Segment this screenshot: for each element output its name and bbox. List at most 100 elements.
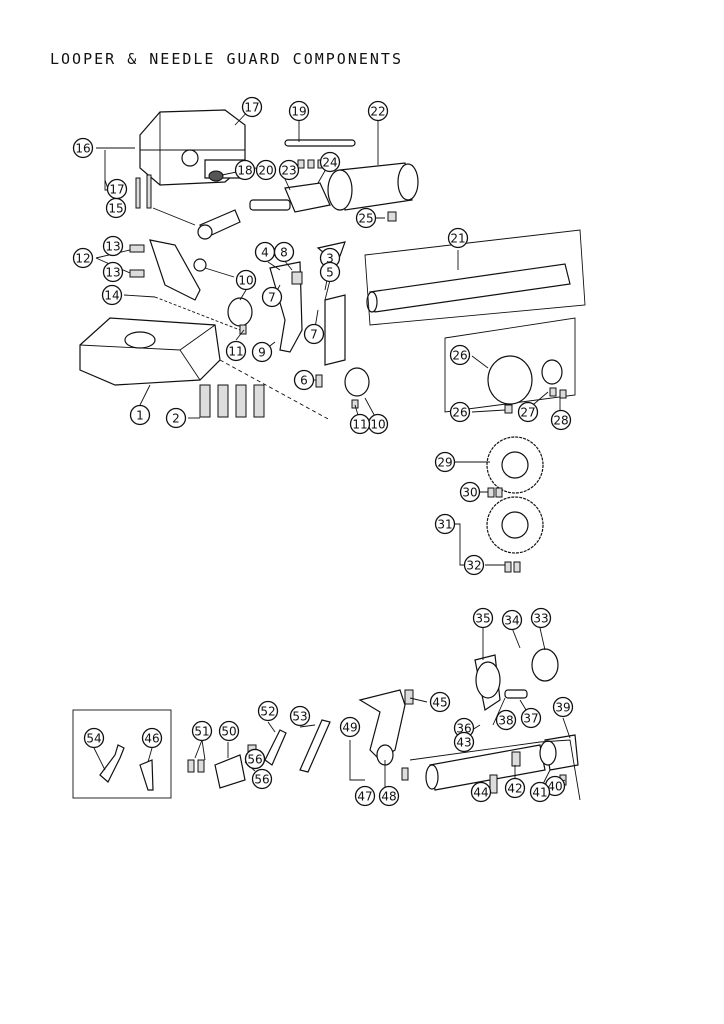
upper-assembly-drawing <box>79 109 586 421</box>
callout-label: 14 <box>104 289 119 303</box>
callout-label: 10 <box>370 418 385 432</box>
callout-label: 19 <box>291 105 306 119</box>
callout-44: 44 <box>470 781 492 803</box>
callout-label: 11 <box>352 418 367 432</box>
callout-14: 14 <box>101 284 123 306</box>
callout-28: 28 <box>550 409 572 431</box>
callout-42: 42 <box>504 777 526 799</box>
callout-label: 11 <box>228 345 243 359</box>
callout-label: 53 <box>292 710 307 724</box>
callout-46: 46 <box>141 727 163 749</box>
callout-24: 24 <box>319 151 341 173</box>
callout-label: 52 <box>260 705 275 719</box>
callout-40: 40 <box>544 775 566 797</box>
callout-label: 21 <box>450 232 465 246</box>
callout-label: 42 <box>507 782 522 796</box>
callout-label: 12 <box>75 252 90 266</box>
callout-label: 44 <box>473 786 488 800</box>
callout-22: 22 <box>367 100 389 122</box>
callout-8: 8 <box>273 241 295 263</box>
callout-36: 36 <box>453 717 475 739</box>
callout-13: 13 <box>102 235 124 257</box>
callout-label: 18 <box>237 164 252 178</box>
callout-16: 16 <box>72 137 94 159</box>
callout-label: 10 <box>238 274 253 288</box>
callout-10: 10 <box>235 269 257 291</box>
callout-label: 13 <box>105 240 120 254</box>
callout-34: 34 <box>501 609 523 631</box>
callout-52: 52 <box>257 700 279 722</box>
callout-45: 45 <box>429 691 451 713</box>
callout-7: 7 <box>261 286 283 308</box>
callout-26: 26 <box>449 344 471 366</box>
callout-15: 15 <box>105 197 127 219</box>
callout-label: 45 <box>432 696 447 710</box>
callout-17: 17 <box>241 96 263 118</box>
callout-29: 29 <box>434 451 456 473</box>
callout-label: 33 <box>533 612 548 626</box>
callout-9: 9 <box>251 341 273 363</box>
callout-label: 17 <box>244 101 259 115</box>
callout-2: 2 <box>165 407 187 429</box>
callout-label: 20 <box>258 164 273 178</box>
callout-label: 47 <box>357 790 372 804</box>
gear-assembly-drawing <box>444 317 576 573</box>
callout-35: 35 <box>472 607 494 629</box>
callout-10: 10 <box>367 413 389 435</box>
callout-label: 15 <box>108 202 123 216</box>
callout-label: 32 <box>466 559 481 573</box>
callout-label: 30 <box>462 486 477 500</box>
callout-5: 5 <box>319 261 341 283</box>
callout-label: 37 <box>523 712 538 726</box>
callout-38: 38 <box>495 709 517 731</box>
callout-4: 4 <box>254 241 276 263</box>
callout-label: 7 <box>268 291 276 305</box>
callout-label: 56 <box>247 753 262 767</box>
callout-label: 3 <box>326 252 334 266</box>
callout-25: 25 <box>355 207 377 229</box>
callout-49: 49 <box>339 716 361 738</box>
callout-label: 46 <box>144 732 159 746</box>
callout-label: 5 <box>326 266 334 280</box>
callout-label: 25 <box>358 212 373 226</box>
callout-1: 1 <box>129 404 151 426</box>
callout-51: 51 <box>191 720 213 742</box>
callout-11: 11 <box>349 413 371 435</box>
callout-label: 29 <box>437 456 452 470</box>
callout-18: 18 <box>234 159 256 181</box>
callout-56: 56 <box>251 768 273 790</box>
callout-47: 47 <box>354 785 376 807</box>
callout-label: 22 <box>370 105 385 119</box>
callout-50: 50 <box>218 720 240 742</box>
callout-label: 16 <box>75 142 90 156</box>
callout-27: 27 <box>517 401 539 423</box>
callout-label: 17 <box>109 183 124 197</box>
callout-39: 39 <box>552 696 574 718</box>
callout-48: 48 <box>378 785 400 807</box>
callout-label: 54 <box>86 732 101 746</box>
callout-19: 19 <box>288 100 310 122</box>
callout-label: 48 <box>381 790 396 804</box>
callout-53: 53 <box>289 705 311 727</box>
callout-label: 26 <box>452 406 467 420</box>
callout-26: 26 <box>449 401 471 423</box>
callout-43: 43 <box>453 731 475 753</box>
callout-21: 21 <box>447 227 469 249</box>
callout-label: 24 <box>322 156 337 170</box>
callout-label: 9 <box>258 346 266 360</box>
callout-label: 51 <box>194 725 209 739</box>
callout-label: 43 <box>456 736 471 750</box>
callout-7: 7 <box>303 323 325 345</box>
callout-label: 4 <box>261 246 269 260</box>
callout-label: 1 <box>136 409 144 423</box>
callout-23: 23 <box>278 159 300 181</box>
callout-32: 32 <box>463 554 485 576</box>
callout-37: 37 <box>520 707 542 729</box>
callout-17: 17 <box>106 178 128 200</box>
callout-11: 11 <box>225 340 247 362</box>
callout-label: 27 <box>520 406 535 420</box>
callout-label: 38 <box>498 714 513 728</box>
callout-label: 28 <box>553 414 568 428</box>
callout-label: 23 <box>281 164 296 178</box>
callout-label: 49 <box>342 721 357 735</box>
